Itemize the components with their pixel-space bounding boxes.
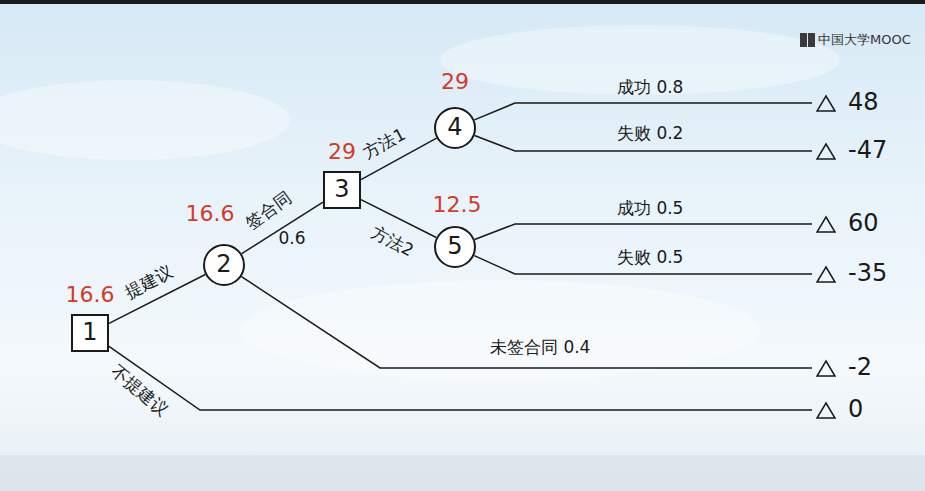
terminal-node: -47 [812, 137, 887, 165]
terminal-node: -35 [812, 260, 887, 288]
node-number: 3 [334, 176, 349, 204]
terminal-node: 0 [812, 396, 863, 424]
triangle-symbol [816, 215, 836, 233]
terminal-node: 60 [812, 210, 879, 238]
branch-label: 不提建议 [107, 361, 172, 420]
payoff-value: -47 [848, 137, 887, 165]
expected-value: 16.6 [66, 282, 115, 307]
terminal-node: -2 [812, 354, 872, 382]
branch-label: 失败 0.2 [617, 123, 683, 143]
chance-circle: 429 [434, 107, 476, 149]
expected-value: 16.6 [186, 201, 235, 226]
node-number: 5 [447, 233, 462, 261]
triangle-symbol [816, 401, 836, 419]
triangle-symbol [816, 94, 836, 112]
branch-label: 方法1 [359, 124, 408, 163]
decision-square: 116.6 [71, 314, 109, 352]
branch-label: 方法2 [367, 222, 416, 261]
branch-label: 签合同 [241, 187, 294, 233]
branch-line [109, 346, 812, 410]
branch-line [475, 224, 812, 240]
probability-label: 0.6 [279, 228, 306, 248]
node-number: 1 [82, 319, 97, 347]
decision-square: 329 [323, 171, 361, 209]
triangle-symbol [816, 359, 836, 377]
terminal-node: 48 [812, 89, 879, 117]
city-band [0, 455, 925, 491]
expected-value: 29 [441, 69, 469, 94]
watermark: 中国大学MOOC [818, 32, 911, 48]
payoff-value: -35 [848, 260, 887, 288]
chance-circle: 512.5 [434, 226, 476, 268]
triangle-symbol [816, 142, 836, 160]
payoff-value: 0 [848, 396, 863, 424]
expected-value: 12.5 [433, 192, 482, 217]
logo-icon [800, 33, 815, 47]
branch-label: 成功 0.5 [617, 198, 683, 218]
payoff-value: 48 [848, 89, 879, 117]
node-number: 2 [216, 251, 231, 279]
branch-line [474, 103, 812, 120]
cloud [240, 280, 760, 380]
branch-line [242, 277, 813, 368]
node-number: 4 [447, 114, 462, 142]
expected-value: 29 [328, 139, 356, 164]
branch-label: 未签合同 0.4 [490, 337, 590, 357]
payoff-value: -2 [848, 354, 872, 382]
chance-circle: 216.6 [203, 244, 245, 286]
branch-label: 失败 0.5 [617, 247, 683, 267]
payoff-value: 60 [848, 210, 879, 238]
triangle-symbol [816, 265, 836, 283]
branch-label: 提建议 [121, 261, 176, 303]
cloud [0, 80, 290, 160]
branch-label: 成功 0.8 [617, 77, 683, 97]
top-strip [0, 0, 925, 4]
